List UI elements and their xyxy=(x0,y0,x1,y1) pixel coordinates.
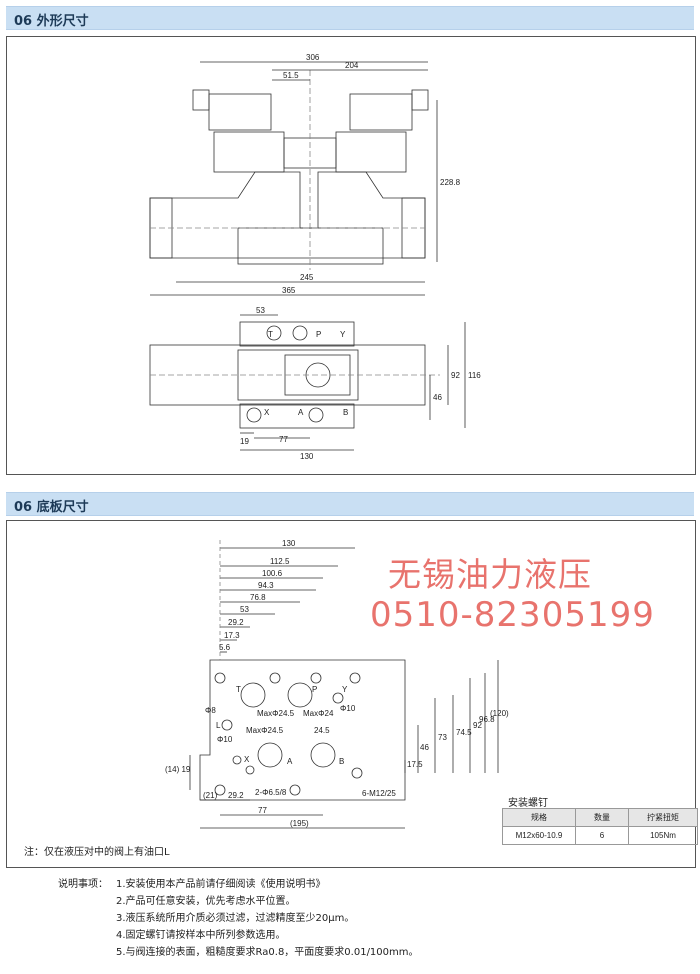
dim-text: 130 xyxy=(282,539,296,548)
dim-text: 130 xyxy=(300,452,314,461)
port-label: X xyxy=(264,408,270,417)
port-label: B xyxy=(343,408,348,417)
dim-text: (120) xyxy=(490,709,509,718)
dim-text: 24.5 xyxy=(314,726,330,735)
dim-text: 74.5 xyxy=(456,728,472,737)
section-header-baseplate: 06 底板尺寸 xyxy=(6,492,694,516)
table-header: 拧紧扭矩 xyxy=(628,808,698,827)
port-label: B xyxy=(339,757,344,766)
instructions-title: 说明事项： xyxy=(58,879,108,890)
instruction-item: 4.固定螺钉请按样本中所列参数选用。 xyxy=(116,930,286,941)
port-label: Y xyxy=(340,330,346,339)
bolt-table: 规格 数量 拧紧扭矩 M12x60-10.9 6 105Nm xyxy=(502,808,698,845)
dim-text: 5.6 xyxy=(219,643,231,652)
instruction-item: 2.产品可任意安装，优先考虑水平位置。 xyxy=(116,896,296,907)
dim-text: 96.8 xyxy=(479,715,495,724)
instruction-item: 5.与阀连接的表面，粗糙度要求Ra0.8，平面度要求0.01/100mm。 xyxy=(116,947,419,958)
dim-text: 53 xyxy=(240,605,249,614)
dim-text: 19 xyxy=(240,437,249,446)
port-label: T xyxy=(236,685,241,694)
dim-text: 94.3 xyxy=(258,581,274,590)
dim-text: MaxΦ24.5 xyxy=(257,709,295,718)
dim-text: 77 xyxy=(279,435,288,444)
port-label: Y xyxy=(342,685,348,694)
dim-text: 204 xyxy=(345,61,359,70)
dim-text: 76.8 xyxy=(250,593,266,602)
bolt-table-title: 安装螺钉 xyxy=(508,798,548,809)
outline-drawing-panel xyxy=(6,36,696,475)
dim-text: 17.3 xyxy=(224,631,240,640)
instruction-item: 1.安装使用本产品前请仔细阅读《使用说明书》 xyxy=(116,879,326,890)
port-label: A xyxy=(298,408,304,417)
dim-text: 17.5 xyxy=(407,760,423,769)
dim-text: 228.8 xyxy=(440,178,461,187)
dim-text: 46 xyxy=(420,743,429,752)
dim-text: 100.6 xyxy=(262,569,283,578)
section-title: 06 外形尺寸 xyxy=(14,14,89,29)
watermark-company: 无锡油力液压 xyxy=(388,555,592,594)
dim-text: (195) xyxy=(290,819,309,828)
dim-text: 306 xyxy=(306,53,320,62)
dim-text: 73 xyxy=(438,733,447,742)
dim-text: 51.5 xyxy=(283,71,299,80)
table-header: 数量 xyxy=(575,808,629,827)
dim-text: MaxΦ24 xyxy=(303,709,334,718)
dim-text: (21) xyxy=(203,791,218,800)
dim-text: 92 xyxy=(473,721,482,730)
instructions: 说明事项： 1.安装使用本产品前请仔细阅读《使用说明书》 2.产品可任意安装，优… xyxy=(58,876,419,961)
dim-text: 365 xyxy=(282,286,296,295)
dim-text: 29.2 xyxy=(228,791,244,800)
dim-text: Φ10 xyxy=(217,735,233,744)
table-header: 规格 xyxy=(502,808,576,827)
dim-text: 116 xyxy=(468,371,481,380)
port-label: X xyxy=(244,755,250,764)
valve-side-view xyxy=(149,61,438,296)
port-label: L xyxy=(216,721,221,730)
dim-text: 2-Φ6.5/8 xyxy=(255,788,287,797)
dim-text: MaxΦ24.5 xyxy=(246,726,284,735)
dim-text: 112.5 xyxy=(270,557,290,566)
dim-text: 77 xyxy=(258,806,267,815)
watermark-phone: 0510-82305199 xyxy=(370,595,655,635)
dim-text: Φ8 xyxy=(205,706,216,715)
dim-text: 92 xyxy=(451,371,460,380)
dim-text: 245 xyxy=(300,273,314,282)
dim-text: 29.2 xyxy=(228,618,244,627)
dim-text: 53 xyxy=(256,306,265,315)
section-header-outline: 06 外形尺寸 xyxy=(6,6,694,30)
dim-text: (14) 19 xyxy=(165,765,191,774)
port-label: A xyxy=(287,757,293,766)
dim-text: 46 xyxy=(433,393,442,402)
dim-text: 6-M12/25 xyxy=(362,789,396,798)
port-label: P xyxy=(316,330,321,339)
section-title: 06 底板尺寸 xyxy=(14,500,89,515)
baseplate-outline xyxy=(189,540,499,829)
port-label: T xyxy=(268,330,273,339)
valve-plan-view xyxy=(149,314,466,451)
instruction-item: 3.液压系统所用介质必须过滤，过滤精度至少20μm。 xyxy=(116,913,355,924)
dim-text: Φ10 xyxy=(340,704,356,713)
port-label: P xyxy=(312,685,317,694)
port-l-note: 注：仅在液压对中的阀上有油口L xyxy=(24,847,170,858)
table-cell: 105Nm xyxy=(628,826,698,845)
table-cell: 6 xyxy=(575,826,629,845)
table-cell: M12x60-10.9 xyxy=(502,826,576,845)
